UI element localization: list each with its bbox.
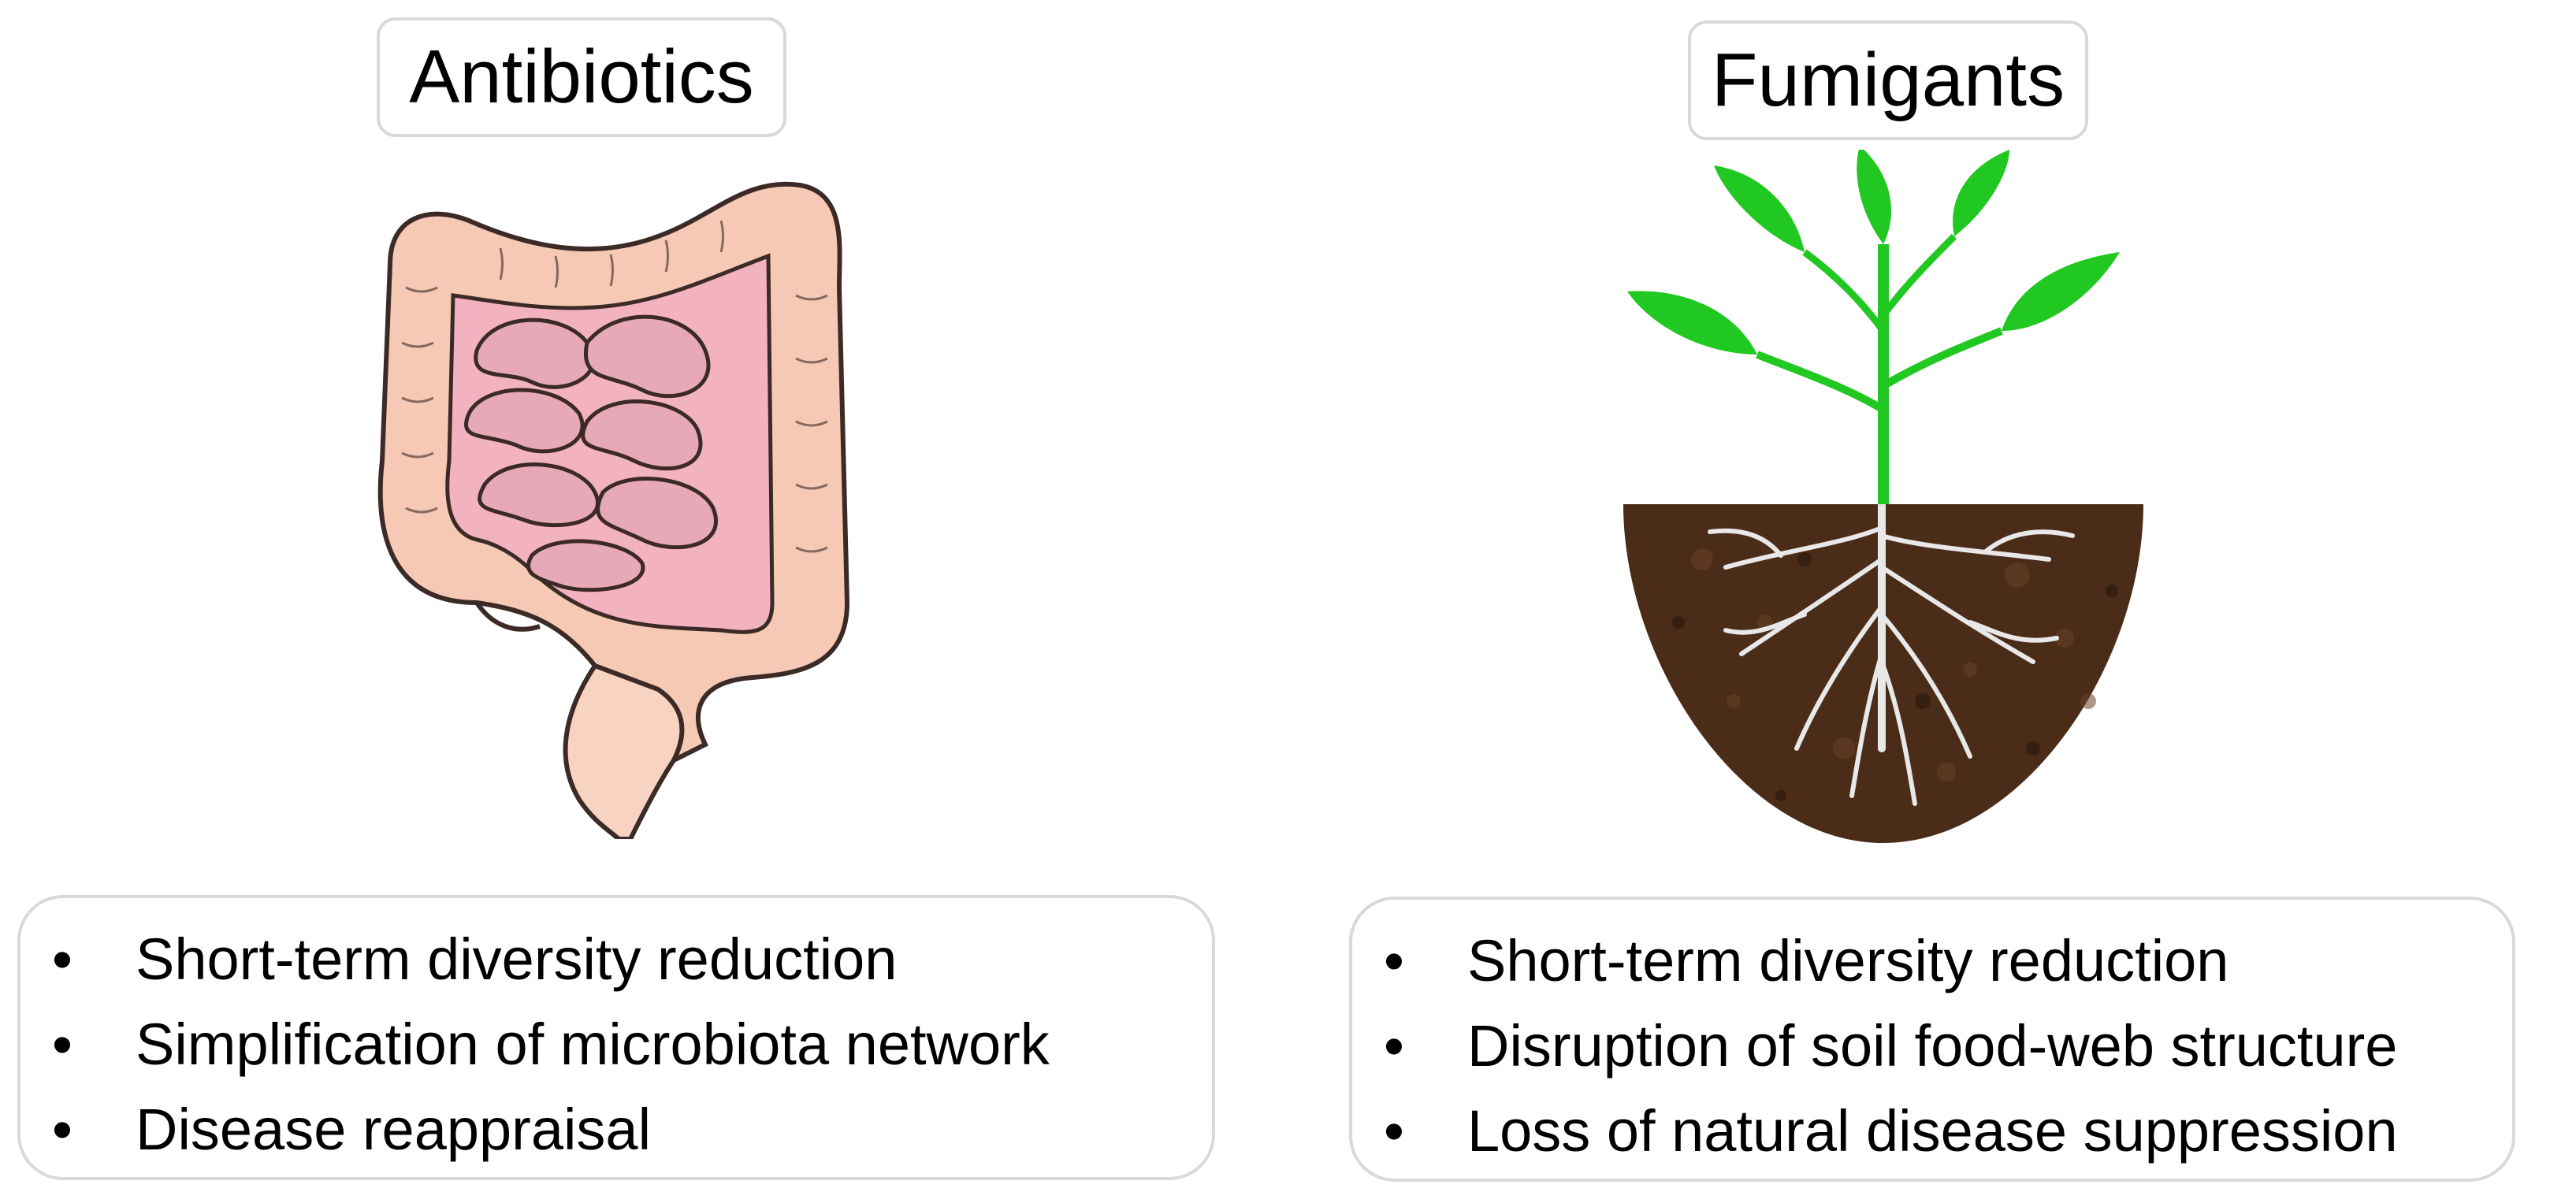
- bullet-icon: •: [52, 926, 72, 992]
- fumigants-effects-box: •Short-term diversity reduction •Disrupt…: [1349, 897, 2515, 1182]
- title-antibiotics: Antibiotics: [377, 17, 786, 137]
- list-item: •Short-term diversity reduction: [20, 917, 1212, 1002]
- antibiotics-effects-box: •Short-term diversity reduction •Simplif…: [17, 895, 1215, 1180]
- list-item: •Disease reappraisal: [20, 1087, 1212, 1172]
- list-item: •Disruption of soil food-web structure: [1352, 1004, 2512, 1089]
- bullet-icon: •: [52, 1097, 72, 1162]
- antibiotics-effects-list: •Short-term diversity reduction •Simplif…: [20, 917, 1212, 1172]
- list-item: •Simplification of microbiota network: [20, 1002, 1212, 1087]
- fumigants-effects-list: •Short-term diversity reduction •Disrupt…: [1352, 919, 2512, 1174]
- bullet-icon: •: [1384, 928, 1404, 993]
- title-fumigants: Fumigants: [1688, 20, 2088, 140]
- list-item: •Short-term diversity reduction: [1352, 919, 2512, 1004]
- bullet-icon: •: [52, 1012, 72, 1077]
- plant-in-soil-icon: [1623, 150, 2143, 843]
- title-fumigants-text: Fumigants: [1711, 38, 2065, 122]
- bullet-icon: •: [1384, 1098, 1404, 1164]
- title-antibiotics-text: Antibiotics: [409, 35, 754, 119]
- bullet-icon: •: [1384, 1013, 1404, 1079]
- list-item: •Loss of natural disease suppression: [1352, 1089, 2512, 1174]
- intestine-icon: [377, 181, 850, 839]
